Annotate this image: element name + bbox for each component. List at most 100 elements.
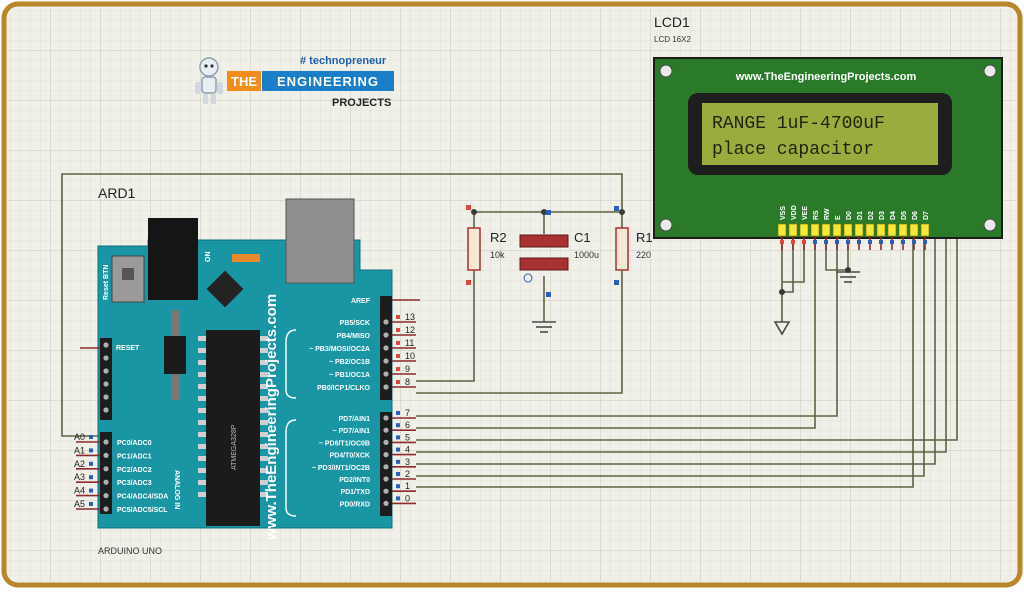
digital-pin-number: 10 bbox=[405, 351, 415, 361]
digital-pin-number: 2 bbox=[405, 469, 410, 479]
digital-pin-number: 6 bbox=[405, 420, 410, 430]
reset-header bbox=[100, 338, 112, 420]
power-jack bbox=[148, 218, 198, 300]
header-pin bbox=[383, 488, 389, 494]
analog-pin-label: PC5/ADC5/SCL bbox=[117, 507, 168, 514]
pin-marker bbox=[396, 380, 400, 384]
reset-btn-label: Reset BTN bbox=[103, 265, 110, 300]
lcd-pin-pad bbox=[865, 223, 875, 237]
lcd-screen bbox=[702, 103, 938, 165]
r2-ref: R2 bbox=[490, 230, 507, 245]
pin-marker bbox=[923, 240, 927, 244]
usb-connector bbox=[285, 198, 355, 284]
lcd-module[interactable]: LCD1 LCD 16X2 www.TheEngineeringProjects… bbox=[653, 14, 1003, 250]
lcd-pin-label: D2 bbox=[868, 211, 875, 220]
pin-marker bbox=[89, 488, 93, 493]
wire-d7-pin5 bbox=[416, 238, 947, 453]
pin-marker bbox=[396, 472, 400, 476]
pin-marker bbox=[89, 502, 93, 506]
arduino-value: ARDUINO UNO bbox=[98, 546, 162, 556]
header-pin bbox=[383, 371, 389, 377]
pin-marker bbox=[780, 240, 784, 244]
robot-icon bbox=[195, 57, 223, 104]
pin-marker bbox=[396, 367, 400, 371]
lcd-pin-label: RS bbox=[813, 210, 820, 220]
digital-pin-label: ~ PD3/INT1/OC2B bbox=[312, 465, 370, 472]
header-pin bbox=[103, 439, 109, 445]
tagline-text: # technopreneur bbox=[300, 55, 387, 67]
wire-vee bbox=[782, 238, 805, 283]
digital-pin-number: 12 bbox=[405, 325, 415, 335]
arduino-uno[interactable]: ARD1 ARDUINO UNO Reset BTN ON ATMEGA328P… bbox=[74, 185, 420, 556]
header-pin bbox=[103, 381, 109, 387]
chip-label: ATMEGA328P bbox=[231, 424, 238, 470]
analog-pin-label: PC3/ADC3 bbox=[117, 480, 152, 487]
engineering-text: ENGINEERING bbox=[277, 74, 379, 89]
junction-dot bbox=[541, 209, 547, 215]
header-pin bbox=[383, 439, 389, 445]
pin-marker bbox=[396, 459, 400, 464]
pin-marker bbox=[396, 447, 400, 452]
wire-rs-pin7 bbox=[416, 238, 816, 429]
ground-icon bbox=[532, 321, 556, 333]
header-pin bbox=[103, 506, 109, 512]
header-pin bbox=[383, 476, 389, 482]
digital-pin-number: 7 bbox=[405, 408, 410, 418]
header-pin bbox=[103, 452, 109, 458]
pin-marker bbox=[396, 484, 400, 489]
header-pin bbox=[103, 479, 109, 485]
digital-pin-number: 9 bbox=[405, 364, 410, 374]
header-pin bbox=[383, 319, 389, 325]
digital-pin-number: 11 bbox=[405, 338, 414, 348]
wire-e-pin6 bbox=[416, 238, 838, 417]
pin-marker bbox=[89, 448, 93, 453]
lcd-pin-label: VSS bbox=[780, 206, 787, 220]
arduino-ref: ARD1 bbox=[98, 185, 136, 201]
digital-header-low bbox=[380, 412, 392, 516]
lcd-pin-pad bbox=[788, 223, 798, 237]
pin-marker bbox=[396, 496, 400, 501]
header-pin bbox=[383, 332, 389, 338]
c1-value: 1000u bbox=[574, 250, 599, 260]
pin-marker bbox=[846, 240, 850, 244]
analog-pin-number: A5 bbox=[74, 499, 85, 509]
capacitor-c1[interactable]: C1 1000u bbox=[519, 210, 599, 297]
wire-d6-pin4 bbox=[416, 238, 936, 465]
digital-pin-label: PD7/AIN1 bbox=[338, 416, 370, 423]
lcd-pin-pad bbox=[854, 223, 864, 237]
wire-d5-pin3 bbox=[416, 238, 925, 477]
analog-pin-number: A2 bbox=[74, 459, 85, 469]
wire-a0-r1 bbox=[61, 173, 623, 437]
header-pin bbox=[103, 407, 109, 413]
junction-dot bbox=[619, 209, 625, 215]
mount-hole bbox=[983, 218, 997, 232]
lcd-pin-label: D1 bbox=[857, 211, 864, 220]
lcd-pin-pad bbox=[777, 223, 787, 237]
analog-pin-label: PC0/ADC0 bbox=[117, 440, 152, 447]
atmega-chip bbox=[206, 330, 260, 526]
pin-marker bbox=[396, 328, 400, 332]
lcd-pin-label: D6 bbox=[912, 211, 919, 220]
pin-marker bbox=[396, 341, 400, 345]
pin-marker bbox=[89, 461, 93, 466]
lcd-pin-pad bbox=[810, 223, 820, 237]
digital-pin-label: PB0/ICP1/CLKO bbox=[317, 385, 370, 392]
digital-pin-number: 1 bbox=[405, 481, 410, 491]
on-led bbox=[232, 254, 260, 262]
resistor-r1[interactable]: R1 220 bbox=[614, 206, 653, 285]
lcd-pin-pad bbox=[843, 223, 853, 237]
header-pin bbox=[383, 415, 389, 421]
small-ic bbox=[206, 270, 244, 308]
lcd-pin-pad bbox=[920, 223, 930, 237]
resistor-r2[interactable]: R2 10k bbox=[466, 205, 507, 285]
analog-pin-number: A1 bbox=[74, 445, 85, 455]
digital-pin-label: PD1/TXD bbox=[340, 489, 370, 496]
pin-marker bbox=[396, 423, 400, 428]
c1-ref: C1 bbox=[574, 230, 591, 245]
lcd-pin-label: D0 bbox=[846, 211, 853, 220]
ground-symbols bbox=[532, 271, 860, 336]
pin-marker bbox=[89, 435, 93, 439]
r2-value: 10k bbox=[490, 250, 505, 260]
junction-dot bbox=[471, 209, 477, 215]
